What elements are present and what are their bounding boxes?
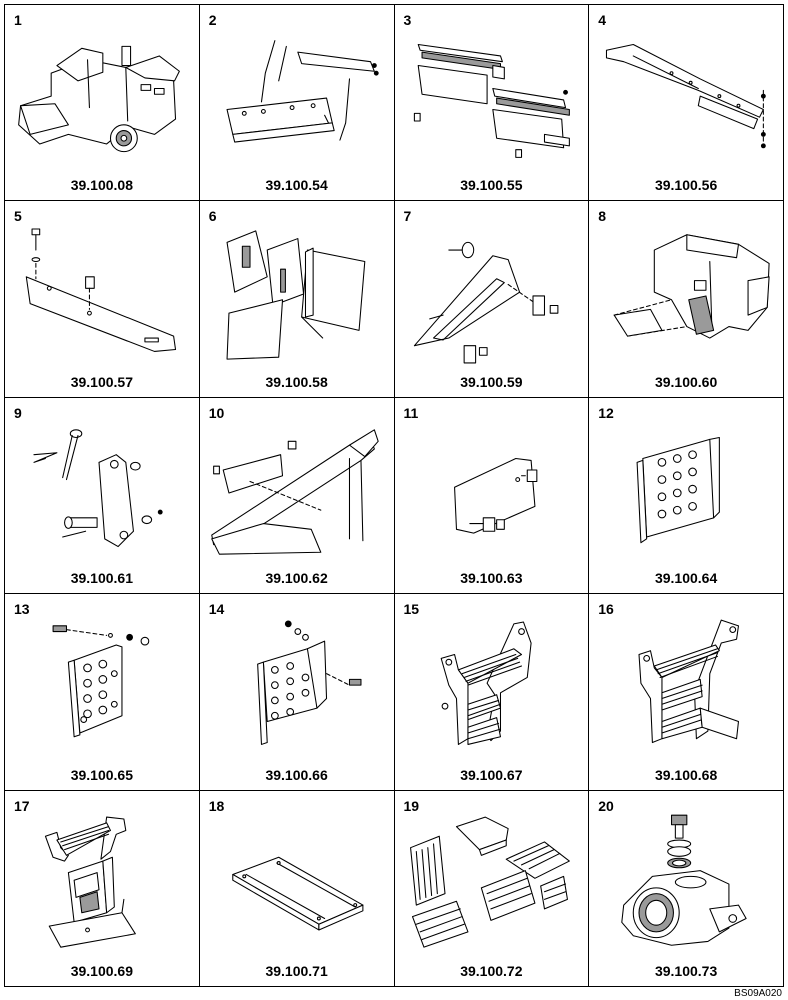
- item-number: 20: [598, 797, 614, 814]
- item-number: 16: [598, 601, 614, 618]
- step-plate-illustration: [636, 436, 721, 544]
- long-plate-illustration: [606, 43, 767, 149]
- part-code: 39.100.67: [460, 766, 523, 783]
- item-number: 18: [208, 797, 225, 814]
- item-number: 15: [403, 601, 420, 618]
- part-code: 39.100.63: [460, 570, 523, 587]
- catalog-cell[interactable]: 11 39.100.63: [394, 397, 589, 594]
- bolt-and-plate-illustration: [25, 228, 177, 353]
- part-code: 39.100.62: [265, 570, 328, 587]
- part-code: 39.100.60: [654, 373, 718, 390]
- part-code: 39.100.73: [654, 962, 718, 979]
- small-plate-with-hinge-illustration: [453, 457, 537, 534]
- catalog-cell[interactable]: 10 39.100.62: [199, 397, 394, 594]
- frame-with-plate-illustration: [613, 234, 770, 339]
- catalog-cell[interactable]: 19 39.100.72: [394, 790, 589, 986]
- item-number: 8: [598, 208, 607, 225]
- document-code: BS09A020: [734, 988, 782, 999]
- part-code: 39.100.66: [265, 766, 328, 783]
- catalog-cell[interactable]: 4 39.100.56: [589, 5, 783, 201]
- catalog-cell[interactable]: 12 39.100.64: [589, 397, 783, 594]
- item-number: 6: [208, 208, 217, 225]
- item-number: 4: [598, 12, 607, 28]
- item-number: 19: [403, 797, 420, 814]
- catalog-cell[interactable]: 18 39.100.71: [199, 790, 394, 986]
- catalog-cell[interactable]: 6 39.100.58: [199, 201, 394, 397]
- part-code: 39.100.59: [460, 373, 523, 390]
- machine-frame-illustration: [18, 45, 180, 153]
- item-number: 3: [403, 12, 412, 28]
- step-assembly-illustration: [44, 816, 136, 948]
- part-code: 39.100.65: [70, 766, 134, 783]
- part-code: 39.100.69: [70, 962, 134, 979]
- hub-and-pin-illustration: [621, 814, 747, 946]
- step-plate-with-bolt-illustration: [52, 625, 150, 738]
- part-code: 39.100.61: [70, 570, 134, 587]
- part-code: 39.100.56: [654, 177, 718, 194]
- catalog-cell[interactable]: 17 39.100.69: [5, 790, 199, 986]
- frame-beam-illustration: [210, 429, 379, 555]
- item-number: 7: [403, 208, 412, 225]
- part-code: 39.100.55: [460, 177, 523, 194]
- hinged-plates-illustration: [226, 230, 366, 361]
- catalog-cell[interactable]: 5 39.100.57: [5, 201, 199, 397]
- catalog-cell[interactable]: 3 39.100.55: [394, 5, 589, 201]
- step-bracket-illustration: [256, 620, 362, 746]
- parts-catalog-grid: 1 39.100.08 2: [4, 4, 784, 987]
- item-number: 17: [14, 797, 30, 814]
- item-number: 11: [403, 404, 419, 421]
- item-number: 9: [14, 404, 22, 421]
- catalog-cell[interactable]: 7 39.100.59: [394, 201, 589, 397]
- link-and-pin-illustration: [33, 429, 163, 547]
- rubber-strips-illustration: [409, 816, 570, 948]
- step-assembly-illustration: [638, 619, 740, 744]
- step-assembly-illustration: [440, 621, 532, 746]
- part-code: 39.100.54: [265, 177, 328, 194]
- item-number: 14: [208, 601, 225, 618]
- item-number: 10: [208, 404, 225, 421]
- catalog-cell[interactable]: 20 39.100.73: [589, 790, 783, 986]
- catalog-cell[interactable]: 14 39.100.66: [199, 594, 394, 790]
- part-code: 39.100.68: [654, 766, 718, 783]
- part-code: 39.100.58: [265, 373, 328, 390]
- item-number: 5: [14, 208, 22, 225]
- part-code: 39.100.72: [460, 962, 523, 979]
- catalog-cell[interactable]: 1 39.100.08: [5, 5, 199, 201]
- part-code: 39.100.64: [654, 570, 718, 587]
- item-number: 13: [14, 601, 30, 618]
- catalog-cell[interactable]: 8 39.100.60: [589, 201, 783, 397]
- flat-plate-illustration: [232, 856, 364, 931]
- rails-and-plates-illustration: [413, 43, 570, 158]
- catalog-cell[interactable]: 15 39.100.67: [394, 594, 589, 790]
- item-number: 1: [14, 12, 22, 28]
- catalog-cell[interactable]: 16 39.100.68: [589, 594, 783, 790]
- item-number: 12: [598, 404, 614, 421]
- panel-with-rods-illustration: [226, 40, 379, 143]
- catalog-cell[interactable]: 13 39.100.65: [5, 594, 199, 790]
- part-code: 39.100.08: [70, 177, 134, 194]
- catalog-cell[interactable]: 9 39.100.61: [5, 397, 199, 594]
- catalog-cell[interactable]: 2 39.100.54: [199, 5, 394, 201]
- item-number: 2: [208, 12, 217, 28]
- part-code: 39.100.71: [265, 962, 328, 979]
- part-code: 39.100.57: [70, 373, 134, 390]
- triangular-plate-illustration: [413, 242, 558, 364]
